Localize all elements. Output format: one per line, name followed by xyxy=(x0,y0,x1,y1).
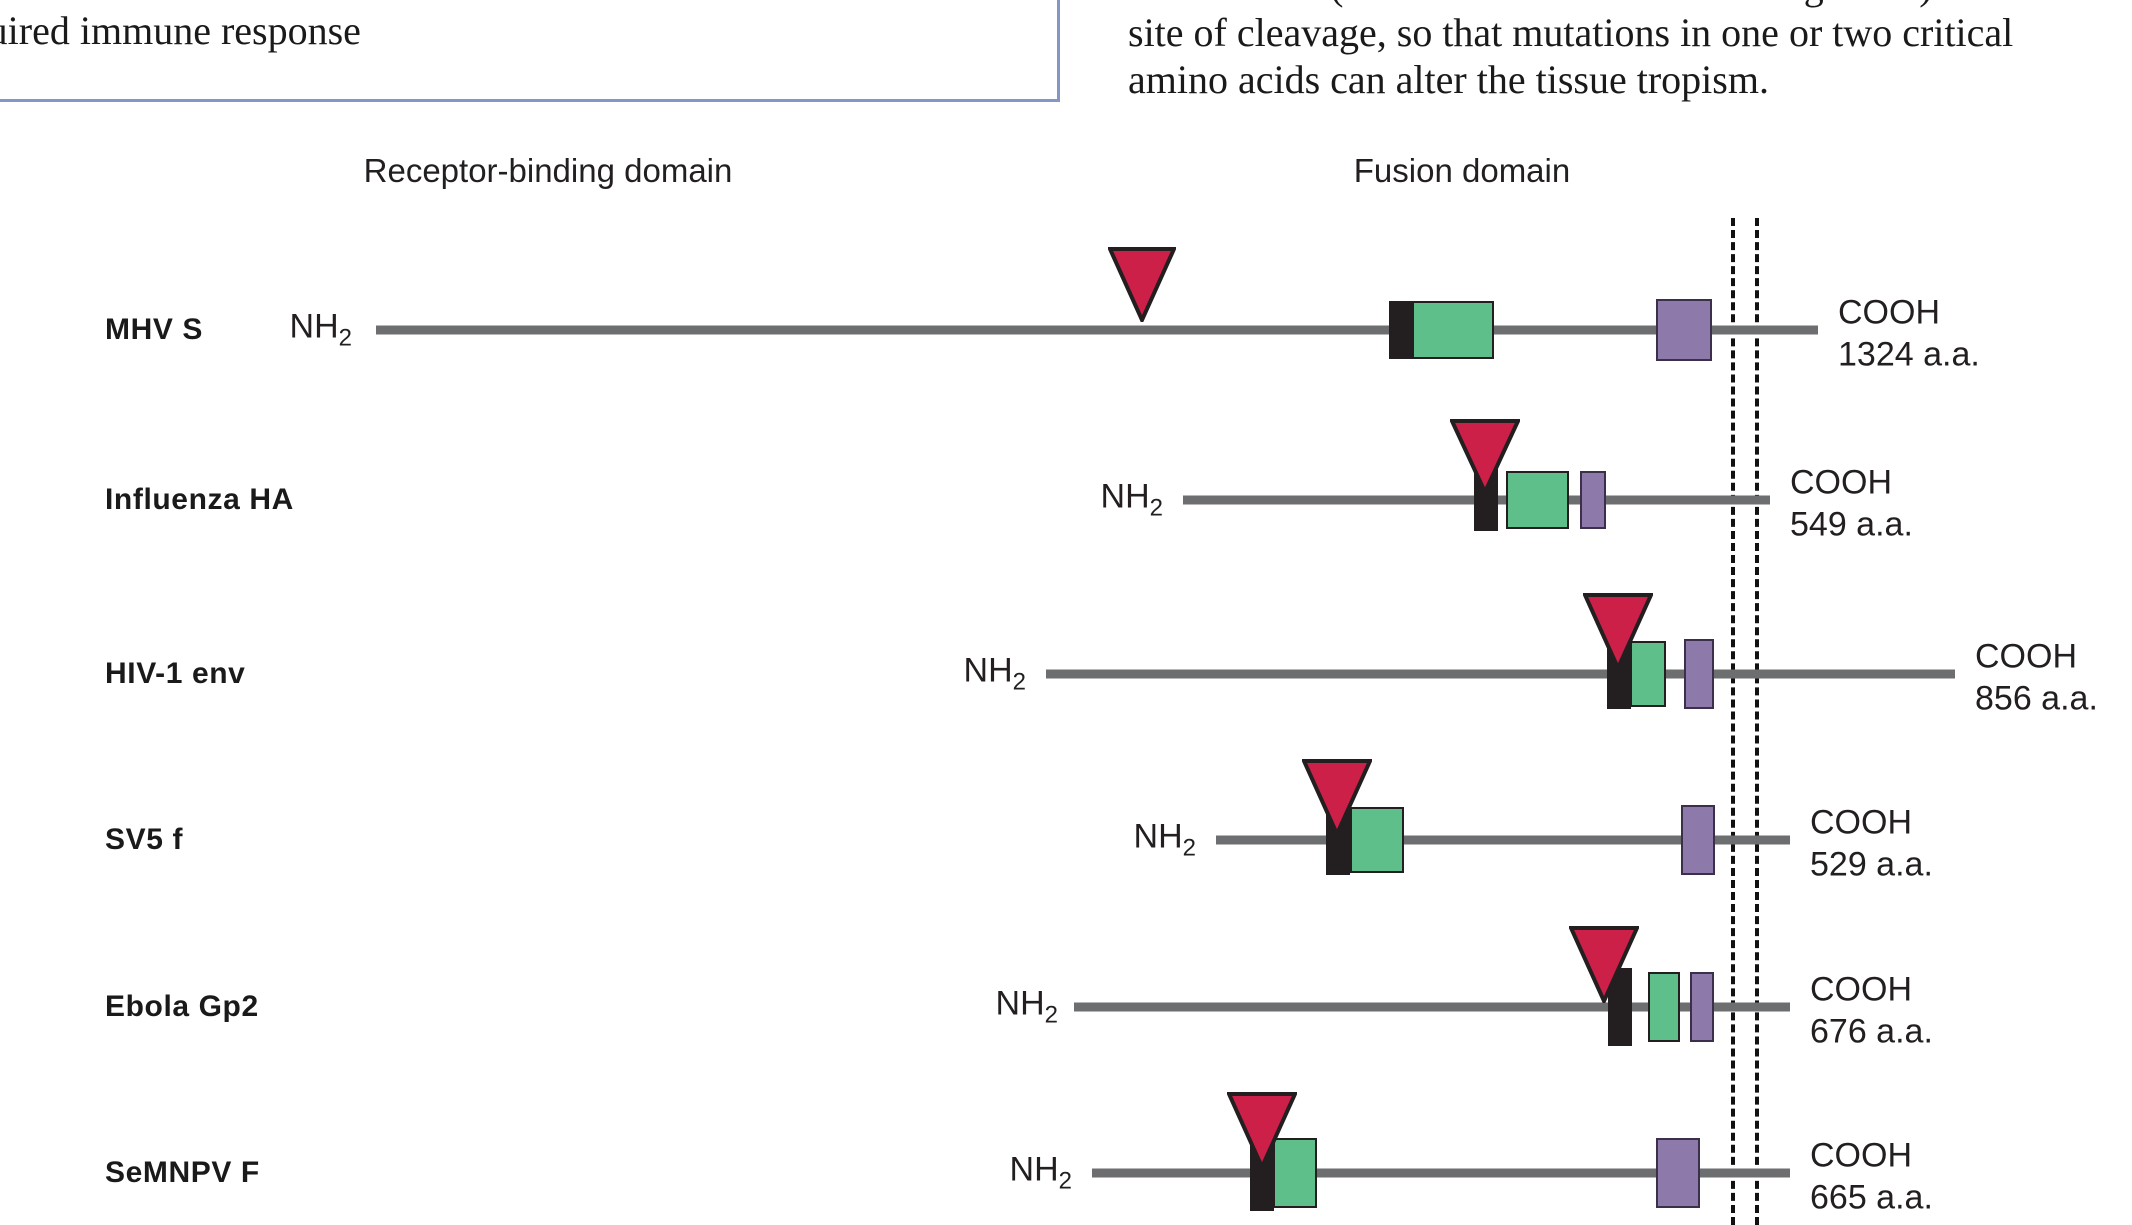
transmembrane-domain-box-mhv-s xyxy=(1656,299,1712,361)
protein-length-text: 856 a.a. xyxy=(1975,679,2098,718)
cleavage-site-triangle-influenza-ha xyxy=(1448,418,1522,497)
fusion-peptide-box-mhv-s xyxy=(1389,301,1413,359)
protein-backbone-ebola-gp2 xyxy=(1074,1002,1790,1012)
transmembrane-domain-box-semnpv-f xyxy=(1656,1138,1700,1208)
row-label-sv5-f: SV5 f xyxy=(105,823,184,856)
protein-length-text: 676 a.a. xyxy=(1810,1012,1933,1051)
protein-backbone-semnpv-f xyxy=(1092,1168,1790,1178)
transmembrane-domain-box-ebola-gp2 xyxy=(1690,972,1714,1042)
c-terminus-text: COOH xyxy=(1810,1136,1912,1175)
heptad-repeat-box-hiv-1-env xyxy=(1630,641,1666,707)
n-terminus-label-semnpv-f: NH2 xyxy=(1009,1150,1072,1195)
heptad-repeat-box-semnpv-f xyxy=(1273,1138,1317,1208)
protein-backbone-sv5-f xyxy=(1216,835,1790,845)
heptad-repeat-box-influenza-ha xyxy=(1506,471,1569,529)
heptad-repeat-box-mhv-s xyxy=(1412,301,1494,359)
protein-length-text: 549 a.a. xyxy=(1790,505,1913,544)
n-terminus-label-influenza-ha: NH2 xyxy=(1100,477,1163,522)
heptad-repeat-box-sv5-f xyxy=(1350,807,1404,873)
transmembrane-domain-box-sv5-f xyxy=(1681,805,1715,875)
c-terminus-text: COOH xyxy=(1790,463,1892,502)
c-terminus-text: COOH xyxy=(1810,803,1912,842)
right-column-body-text: amino acids (such as one versus several … xyxy=(1128,0,2030,102)
domain-header-1: Receptor-binding domain xyxy=(363,152,733,189)
cleavage-site-triangle-mhv-s xyxy=(1106,246,1178,325)
n-terminus-label-sv5-f: NH2 xyxy=(1133,817,1196,862)
n-terminus-label-mhv-s: NH2 xyxy=(289,307,352,352)
n-terminus-label-hiv-1-env: NH2 xyxy=(963,651,1026,696)
domain-header-2: Fusion domain xyxy=(1353,152,1571,189)
left-text-callout-box xyxy=(0,0,1060,102)
row-label-hiv-1-env: HIV-1 env xyxy=(105,657,246,690)
row-label-influenza-ha: Influenza HA xyxy=(105,483,294,516)
membrane-dashed-line-2 xyxy=(1755,218,1759,1225)
transmembrane-domain-box-influenza-ha xyxy=(1580,471,1606,529)
cleavage-site-triangle-sv5-f xyxy=(1300,758,1374,839)
n-terminus-label-ebola-gp2: NH2 xyxy=(995,984,1058,1029)
protein-backbone-mhv-s xyxy=(376,325,1818,335)
transmembrane-domain-box-hiv-1-env xyxy=(1684,639,1714,709)
left-callout-text: natomical barriers ost innate and acquir… xyxy=(0,8,361,53)
row-label-semnpv-f: SeMNPV F xyxy=(105,1156,260,1189)
protein-length-text: 529 a.a. xyxy=(1810,845,1933,884)
protein-length-text: 665 a.a. xyxy=(1810,1178,1933,1217)
cleavage-site-triangle-semnpv-f xyxy=(1225,1091,1299,1172)
heptad-repeat-box-ebola-gp2 xyxy=(1648,972,1680,1042)
c-terminus-text: COOH xyxy=(1975,637,2077,676)
membrane-dashed-line-1 xyxy=(1731,218,1735,1225)
row-label-ebola-gp2: Ebola Gp2 xyxy=(105,990,259,1023)
row-label-mhv-s: MHV S xyxy=(105,313,204,346)
cleavage-site-triangle-ebola-gp2 xyxy=(1567,925,1641,1006)
c-terminus-text: COOH xyxy=(1810,970,1912,1009)
c-terminus-text: COOH xyxy=(1838,293,1940,332)
protein-length-text: 1324 a.a. xyxy=(1838,335,1980,374)
protein-backbone-hiv-1-env xyxy=(1046,669,1955,679)
cleavage-site-triangle-hiv-1-env xyxy=(1581,592,1655,673)
